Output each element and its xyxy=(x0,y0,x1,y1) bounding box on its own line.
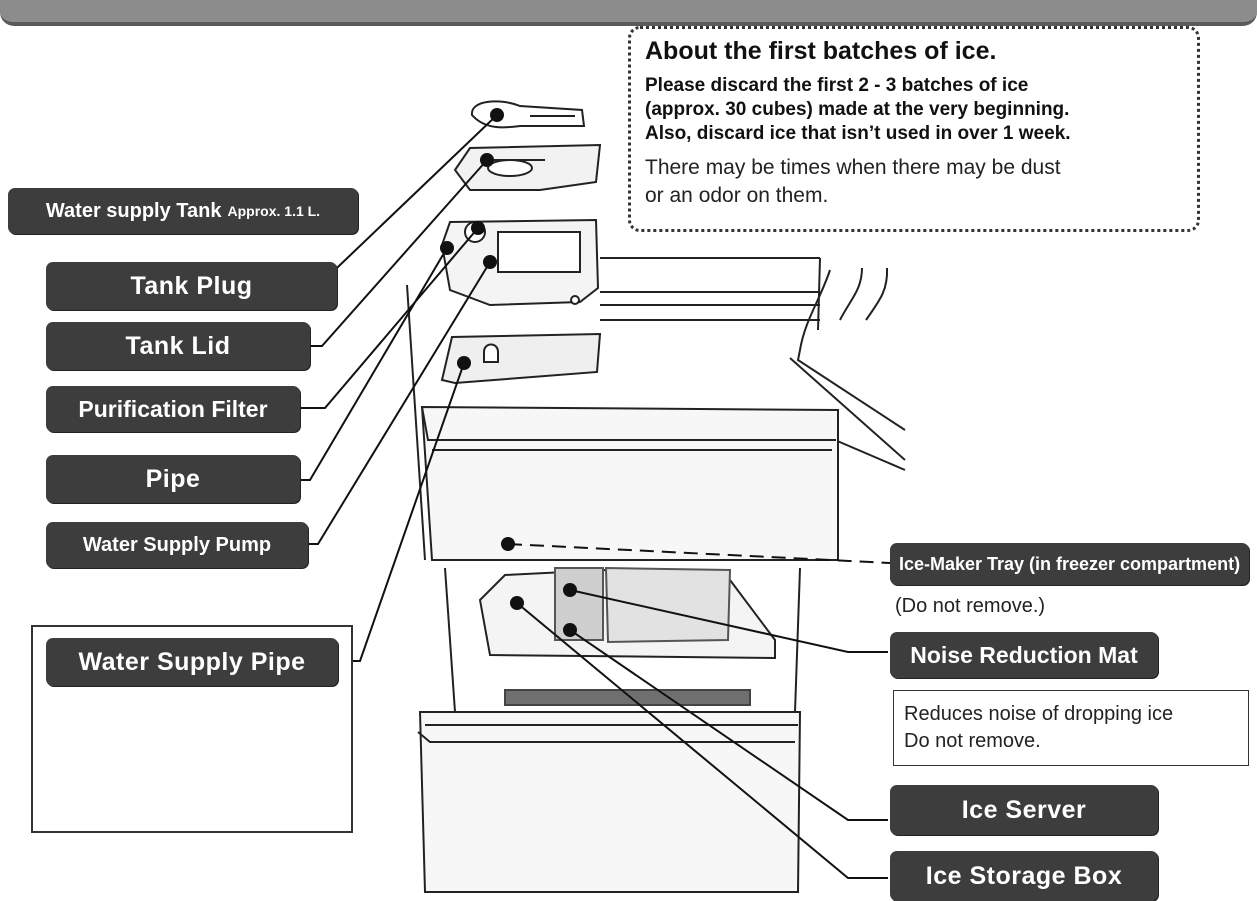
label-water-supply-tank-sub: Approx. 1.1 L. xyxy=(227,203,321,219)
top-border xyxy=(0,0,1257,26)
note-body-line-2: or an odor on them. xyxy=(645,184,829,207)
label-purification-filter: Purification Filter xyxy=(46,386,300,432)
label-water-supply-tank-text: Water supply Tank xyxy=(45,199,222,222)
first-ice-note-box: About the first batches of ice. Please d… xyxy=(628,26,1200,232)
note-bold-line-3: Also, discard ice that isn’t used in ove… xyxy=(645,123,1071,144)
note-body-line-1: There may be times when there may be dus… xyxy=(645,156,1061,179)
label-ice-server: Ice Server xyxy=(890,785,1158,835)
note-bold-line-2: (approx. 30 cubes) made at the very begi… xyxy=(645,99,1070,120)
noise-note-line-2: Do not remove. xyxy=(904,730,1041,752)
note-title: About the first batches of ice. xyxy=(645,37,997,65)
label-ice-maker-tray: Ice-Maker Tray (in freezer compartment) xyxy=(890,543,1249,585)
label-water-supply-pump: Water Supply Pump xyxy=(46,522,308,568)
label-pipe: Pipe xyxy=(46,455,300,503)
label-noise-reduction-mat: Noise Reduction Mat xyxy=(890,632,1158,678)
label-water-supply-pipe: Water Supply Pipe xyxy=(46,638,338,686)
label-tank-lid: Tank Lid xyxy=(46,322,310,370)
noise-reduction-note-box: Reduces noise of dropping ice Do not rem… xyxy=(893,690,1249,766)
note-body: There may be times when there may be dus… xyxy=(645,154,1183,210)
noise-note-line-1: Reduces noise of dropping ice xyxy=(904,703,1174,725)
label-tank-plug: Tank Plug xyxy=(46,262,337,310)
note-bold-line-1: Please discard the first 2 - 3 batches o… xyxy=(645,75,1029,96)
label-ice-storage-box: Ice Storage Box xyxy=(890,851,1158,901)
ice-maker-tray-note: (Do not remove.) xyxy=(895,595,1046,617)
label-water-supply-tank: Water supply Tank Approx. 1.1 L. xyxy=(8,188,358,234)
